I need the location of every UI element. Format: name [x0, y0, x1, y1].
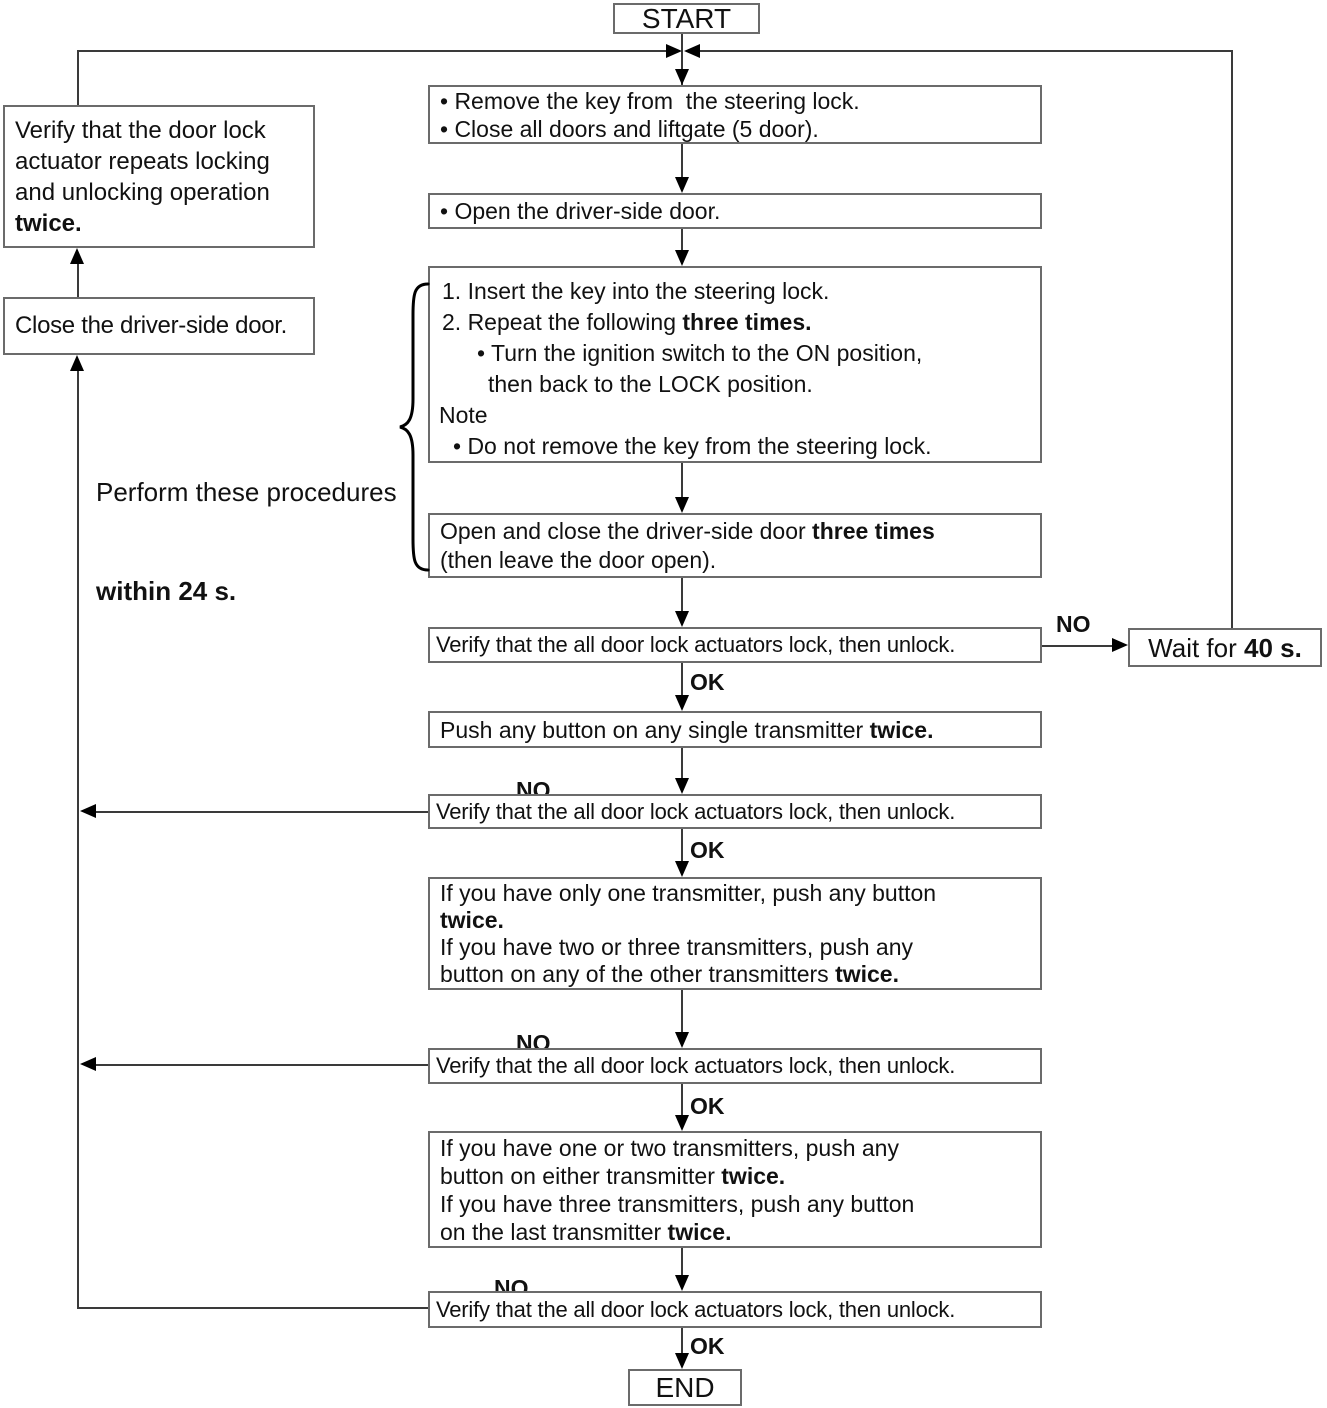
connector	[681, 1248, 683, 1277]
arrowhead-left	[80, 1057, 96, 1071]
text-line: Verify that the door lock	[15, 117, 266, 144]
text-line: Note	[439, 402, 488, 428]
text-line: • Do not remove the key from the steerin…	[453, 433, 932, 459]
text-line: • Close all doors and liftgate (5 door).	[440, 115, 819, 142]
label-ok-3: OK	[690, 1093, 725, 1119]
text-line: twice.	[15, 210, 82, 237]
box-door-cycle: Open and close the driver-side door thre…	[428, 513, 1042, 578]
text-line: If you have one or two transmitters, pus…	[440, 1134, 899, 1161]
text-line: twice.	[440, 906, 504, 933]
text-line: Verify that the all door lock actuators …	[436, 632, 956, 657]
box-verify-2: Verify that the all door lock actuators …	[428, 794, 1042, 829]
arrowhead-down	[675, 1275, 689, 1291]
box-verify-1: Verify that the all door lock actuators …	[428, 627, 1042, 663]
connector-no4	[77, 1307, 428, 1309]
connector-close-to-verify	[77, 262, 79, 297]
text-line: • Turn the ignition switch to the ON pos…	[477, 340, 923, 366]
label-ok-1: OK	[690, 669, 725, 695]
text-line: Verify that the all door lock actuators …	[436, 1296, 956, 1322]
curly-brace	[399, 282, 430, 572]
box-verify-3: Verify that the all door lock actuators …	[428, 1048, 1042, 1084]
box-third-transmitter: If you have one or two transmitters, pus…	[428, 1131, 1042, 1248]
connector	[681, 828, 683, 863]
arrowhead-left	[684, 44, 700, 58]
text-line: Open and close the driver-side door thre…	[440, 517, 935, 544]
box-open-driver-door: • Open the driver-side door.	[428, 193, 1042, 229]
connector-wait-loop	[1231, 50, 1233, 628]
box-end: END	[628, 1369, 742, 1406]
connector	[681, 578, 683, 613]
arrowhead-down	[675, 1032, 689, 1048]
connector	[681, 228, 683, 254]
text-line: button on either transmitter twice.	[440, 1162, 786, 1189]
connector-left-loop	[77, 369, 79, 1309]
arrowhead-down	[675, 497, 689, 513]
label-no-1: NO	[1056, 611, 1091, 637]
label-ok-4: OK	[690, 1333, 725, 1359]
connector	[681, 1328, 683, 1355]
box-wait: Wait for 40 s.	[1128, 628, 1322, 667]
arrowhead-left	[80, 804, 96, 818]
box-verify-repeat: Verify that the door lock actuator repea…	[3, 105, 315, 248]
text-line: Verify that the all door lock actuators …	[436, 1053, 956, 1078]
connector-top-left	[78, 50, 666, 52]
box-verify-4: Verify that the all door lock actuators …	[428, 1291, 1042, 1328]
arrowhead-down	[675, 1353, 689, 1369]
text-line: then back to the LOCK position.	[488, 371, 813, 397]
text-line: within 24 s.	[96, 576, 237, 606]
end-label: END	[655, 1371, 715, 1403]
connector-no1	[1042, 645, 1114, 647]
text-line: Wait for 40 s.	[1148, 632, 1302, 663]
note-perform: Perform these procedures within 24 s.	[96, 410, 397, 674]
arrowhead-right	[1112, 638, 1128, 652]
connector	[681, 463, 683, 499]
box-prepare: • Remove the key from the steering lock.…	[428, 85, 1042, 144]
connector	[681, 662, 683, 697]
arrowhead-down	[675, 69, 689, 85]
text-line: on the last transmitter twice.	[440, 1218, 732, 1245]
box-second-transmitter: If you have only one transmitter, push a…	[428, 877, 1042, 990]
arrowhead-up	[70, 248, 84, 264]
text-line: Perform these procedures	[96, 477, 397, 507]
text-line: Push any button on any single transmitte…	[440, 716, 934, 743]
connector-no2	[94, 811, 428, 813]
arrowhead-down	[675, 177, 689, 193]
start-label: START	[641, 2, 732, 34]
box-start: START	[613, 3, 760, 34]
connector	[681, 1084, 683, 1117]
text-line: actuator repeats locking	[15, 148, 270, 175]
arrowhead-up	[70, 355, 84, 371]
connector	[681, 144, 683, 179]
arrowhead-down	[675, 778, 689, 794]
text-line: If you have three transmitters, push any…	[440, 1190, 915, 1217]
arrowhead-down	[675, 1115, 689, 1131]
text-line: • Open the driver-side door.	[440, 198, 721, 224]
text-line: Close the driver-side door.	[15, 312, 288, 339]
box-key-procedure: 1. Insert the key into the steering lock…	[428, 266, 1042, 463]
text-line: and unlocking operation	[15, 179, 270, 206]
text-line: button on any of the other transmitters …	[440, 960, 899, 987]
arrowhead-down	[675, 611, 689, 627]
text-line: 2. Repeat the following three times.	[442, 309, 812, 335]
connector-no3	[94, 1064, 428, 1066]
text-line: (then leave the door open).	[440, 546, 717, 573]
connector-left-top	[77, 50, 79, 105]
box-push-button: Push any button on any single transmitte…	[428, 711, 1042, 748]
arrowhead-down	[675, 861, 689, 877]
arrowhead-down	[675, 695, 689, 711]
connector-start-down	[681, 33, 683, 85]
arrowhead-right	[666, 44, 682, 58]
label-ok-2: OK	[690, 837, 725, 863]
box-close-door: Close the driver-side door.	[3, 297, 315, 355]
connector	[681, 990, 683, 1034]
arrowhead-down	[675, 250, 689, 266]
text-line: Verify that the all door lock actuators …	[436, 798, 956, 824]
text-line: If you have only one transmitter, push a…	[440, 879, 937, 906]
connector-top-right	[700, 50, 1233, 52]
text-line: 1. Insert the key into the steering lock…	[442, 278, 830, 304]
connector	[681, 748, 683, 780]
text-line: If you have two or three transmitters, p…	[440, 933, 914, 960]
text-line: • Remove the key from the steering lock.	[440, 87, 860, 114]
